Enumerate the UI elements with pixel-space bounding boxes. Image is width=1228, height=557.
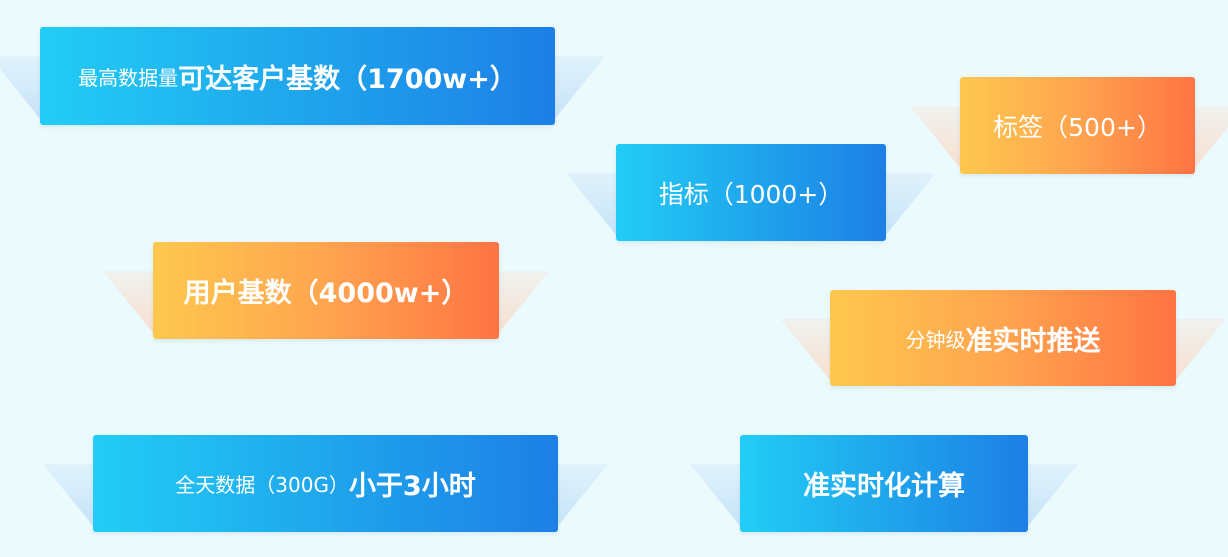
feature-card-metrics: 指标（1000+）	[616, 144, 886, 241]
card-large-text: 小于3小时	[348, 471, 476, 502]
card-small-text: 全天数据（300G）	[175, 473, 349, 497]
card-large-text: 指标（1000+）	[658, 179, 844, 209]
feature-card-push: 分钟级准实时推送	[830, 290, 1176, 386]
card-large-text: 用户基数（4000w+）	[183, 278, 469, 309]
card-large-text: 准实时推送	[965, 325, 1101, 357]
card-large-text: 标签（500+）	[993, 112, 1162, 142]
feature-card-users: 用户基数（4000w+）	[153, 242, 499, 339]
card-large-text: 准实时化计算	[803, 471, 965, 502]
card-large-text: 可达客户基数（1700w+）	[178, 63, 517, 95]
feature-card-realtime-compute: 准实时化计算	[740, 435, 1028, 532]
card-small-text: 最高数据量	[78, 65, 179, 90]
feature-card-daily-data: 全天数据（300G）小于3小时	[93, 435, 558, 532]
card-small-text: 分钟级	[905, 327, 966, 352]
feature-card-reach: 最高数据量可达客户基数（1700w+）	[40, 27, 555, 125]
feature-card-tags: 标签（500+）	[960, 77, 1195, 174]
